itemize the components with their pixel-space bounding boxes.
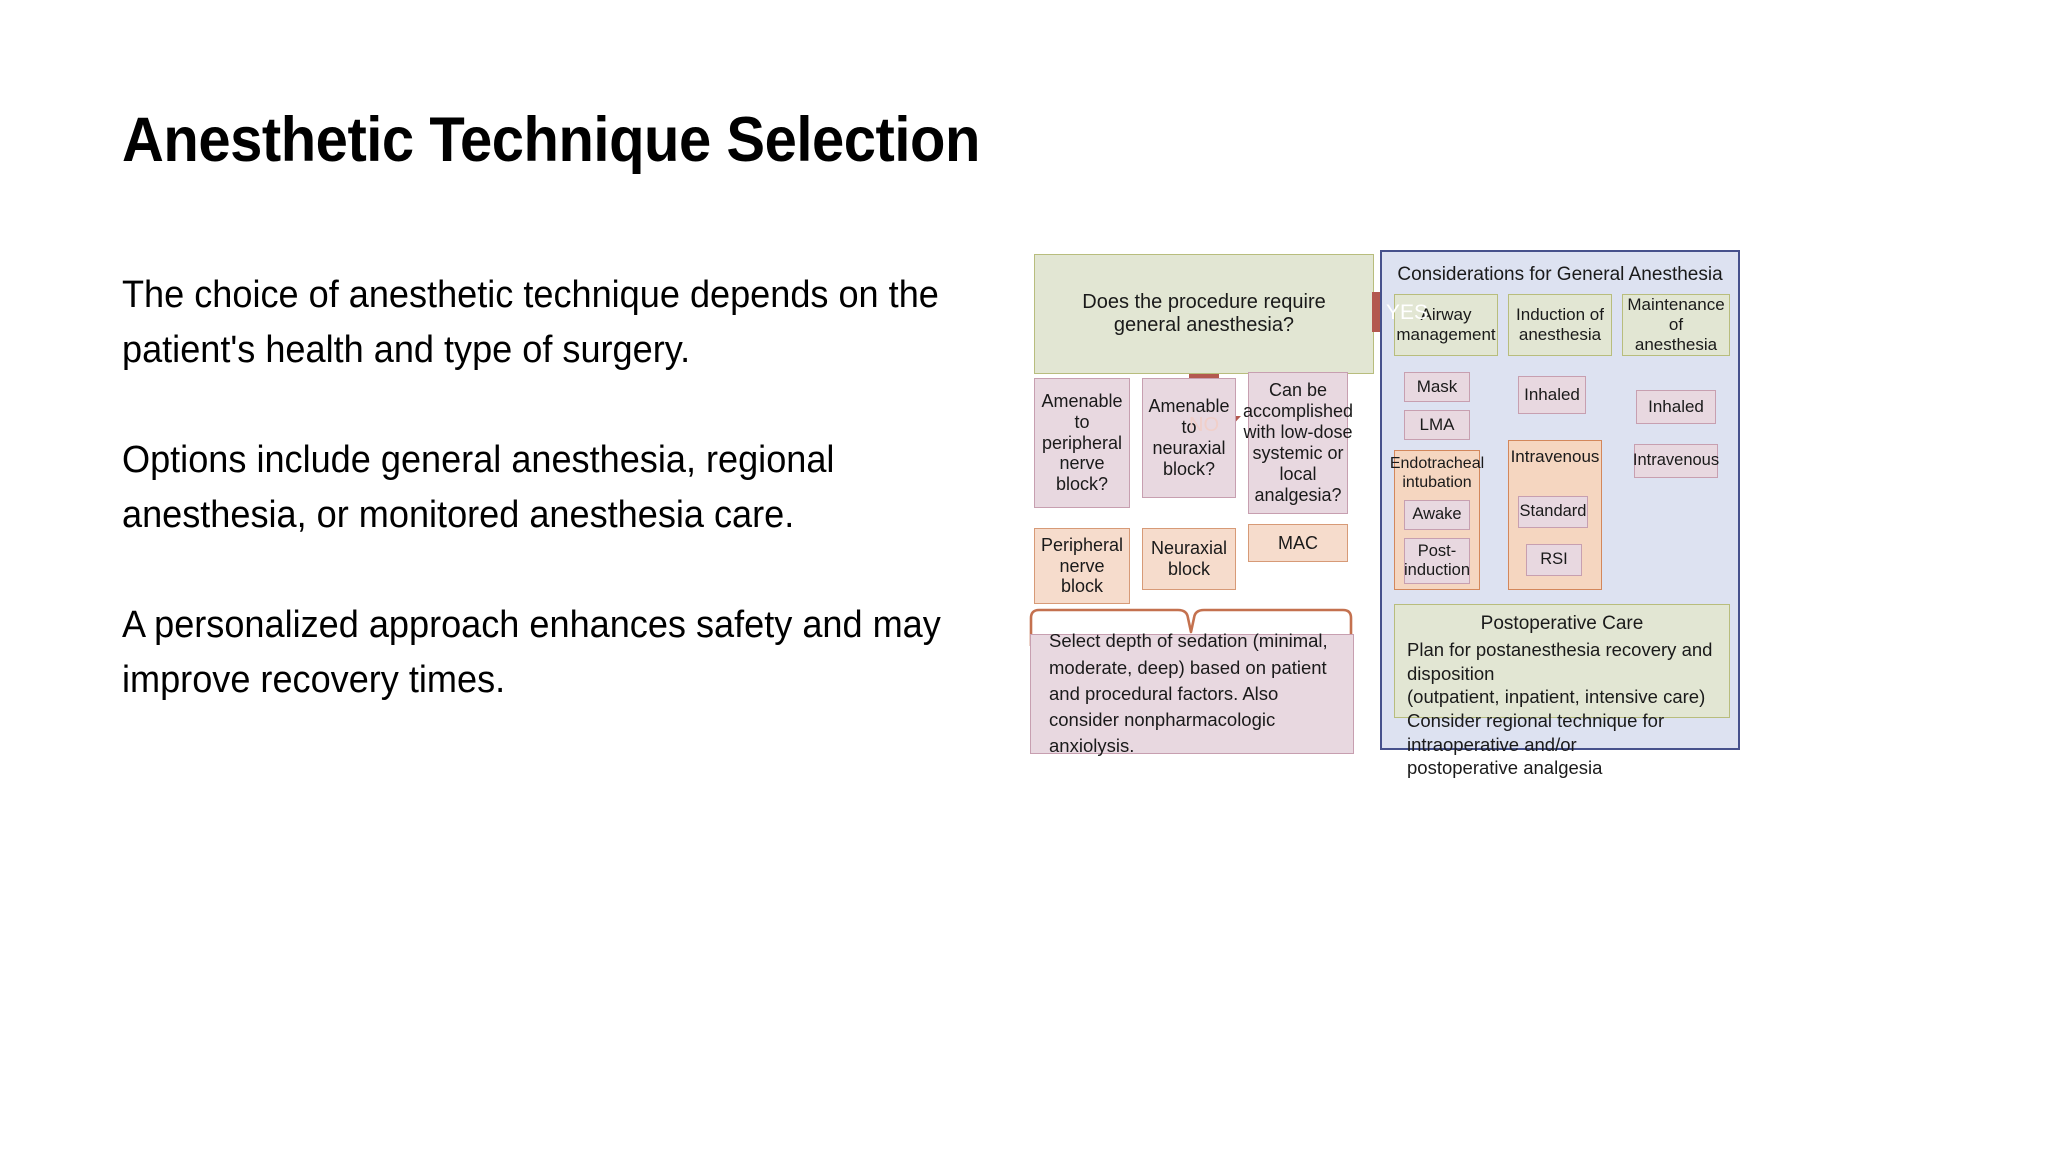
maintenance-option-intravenous: Intravenous	[1633, 444, 1719, 478]
airway-option-mask: Mask	[1404, 372, 1470, 402]
induction-option-inhaled: Inhaled	[1518, 376, 1586, 414]
column-airway-management: Airway management	[1394, 294, 1498, 356]
airway-option-lma: LMA	[1404, 410, 1470, 440]
postoperative-care-box: Postoperative Care Plan for postanesthes…	[1394, 604, 1730, 778]
airway-sub-awake: Awake	[1404, 500, 1470, 530]
outcome-mac: MAC	[1248, 524, 1348, 562]
postoperative-care-line-4: postoperative analgesia	[1407, 757, 1603, 779]
question-3-low-dose-systemic-local-analgesia: Can be accomplished with low-dose system…	[1243, 372, 1353, 514]
sedation-depth-note: Select depth of sedation (minimal, moder…	[1030, 630, 1354, 756]
postoperative-care-line-2: (outpatient, inpatient, intensive care)	[1407, 686, 1706, 708]
page-title: Anesthetic Technique Selection	[122, 105, 980, 175]
maintenance-option-inhaled: Inhaled	[1636, 390, 1716, 424]
column-induction-of-anesthesia: Induction of anesthesia	[1508, 294, 1612, 356]
outcome-peripheral-nerve-block: Peripheral nerve block	[1034, 528, 1130, 604]
body-copy: The choice of anesthetic technique depen…	[122, 268, 977, 708]
induction-sub-standard: Standard	[1518, 496, 1588, 528]
airway-sub-post-induction: Post-induction	[1404, 538, 1470, 584]
panel-title: Considerations for General Anesthesia	[1397, 264, 1723, 285]
question-1-amenable-peripheral-nerve-block: Amenable to peripheral nerve block?	[1034, 378, 1130, 508]
brace-icon	[1029, 608, 1353, 648]
brace-connector	[1028, 602, 1354, 648]
induction-sub-rsi: RSI	[1526, 544, 1582, 576]
column-maintenance-of-anesthesia: Maintenance of anesthesia	[1622, 294, 1730, 356]
decision-box-general-anesthesia: Does the procedure require general anest…	[1034, 254, 1374, 374]
postoperative-care-line-1: Plan for postanesthesia recovery and dis…	[1407, 639, 1713, 684]
no-arrow-label: NO	[1189, 414, 1219, 436]
anesthesia-flowchart-figure: Does the procedure require general anest…	[1020, 250, 2000, 1010]
question-2-amenable-neuraxial-block: Amenable to neuraxial block?	[1142, 378, 1236, 498]
yes-arrow-label: YES	[1386, 300, 1429, 324]
paragraph-1: The choice of anesthetic technique depen…	[122, 274, 939, 371]
postoperative-care-line-3: Consider regional technique for intraope…	[1407, 710, 1665, 755]
paragraph-3: A personalized approach enhances safety …	[122, 604, 941, 701]
postoperative-care-title: Postoperative Care	[1480, 613, 1644, 634]
paragraph-2: Options include general anesthesia, regi…	[122, 439, 835, 536]
outcome-neuraxial-block: Neuraxial block	[1142, 528, 1236, 590]
general-anesthesia-panel: Considerations for General Anesthesia Ai…	[1380, 250, 1740, 778]
